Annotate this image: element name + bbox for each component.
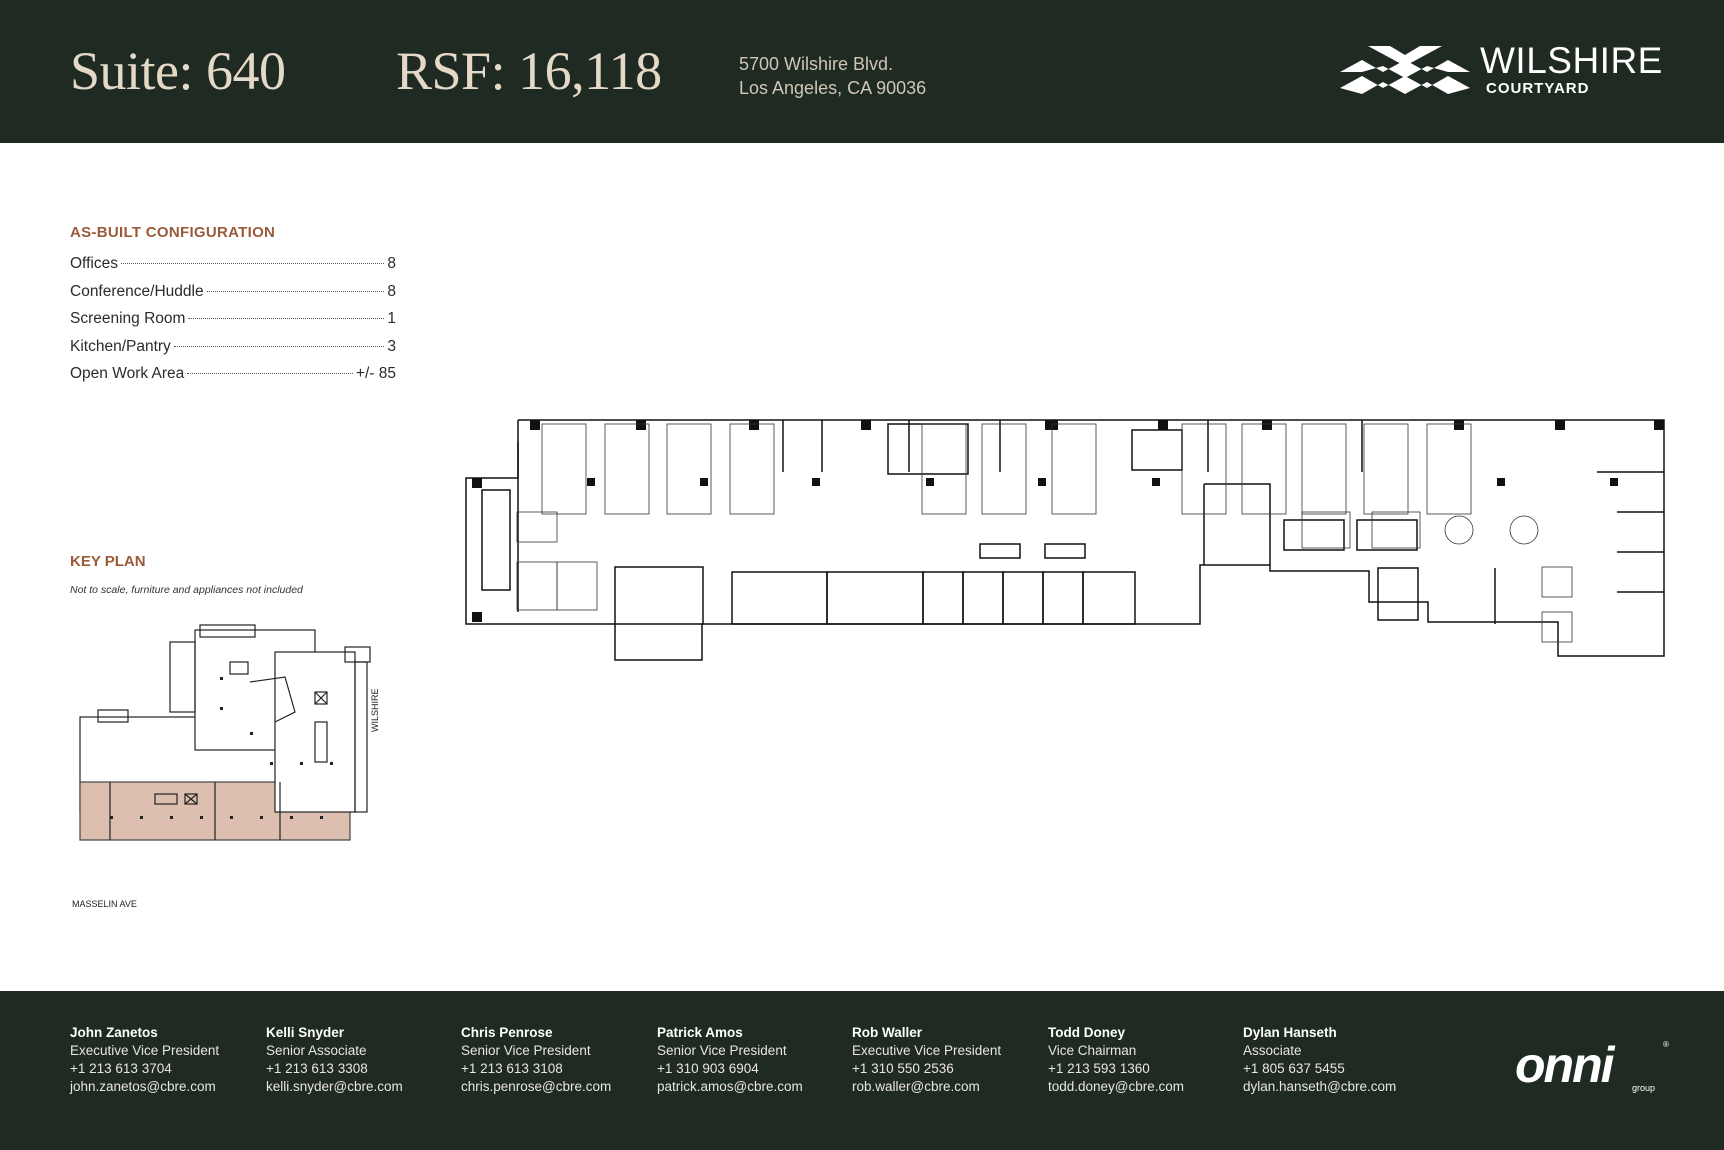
contact-title: Executive Vice President (70, 1043, 220, 1058)
contact-title: Associate (1243, 1043, 1302, 1058)
contact-title: Senior Vice President (657, 1043, 787, 1058)
contact-name: Kelli Snyder (266, 1025, 345, 1040)
key-plan-title: KEY PLAN (70, 553, 146, 570)
logo-subtitle: COURTYARD (1486, 80, 1590, 97)
configuration-value: 3 (387, 337, 396, 355)
wilshire-courtyard-logo: WILSHIRE COURTYARD (1340, 40, 1663, 100)
suite-number: Suite: 640 (70, 41, 286, 101)
street-label-masselin: MASSELIN AVE (72, 899, 137, 909)
configuration-row: Kitchen/Pantry 3 (70, 338, 396, 366)
configuration-row: Offices 8 (70, 255, 396, 283)
contact-title: Senior Vice President (461, 1043, 591, 1058)
configuration-row: Screening Room 1 (70, 310, 396, 338)
configuration-label: Open Work Area (70, 365, 185, 382)
contact-title: Executive Vice President (852, 1043, 1002, 1058)
configuration-label: Offices (70, 255, 118, 272)
footer-bar (0, 991, 1724, 1150)
configuration-value: 1 (387, 310, 396, 327)
contact-card: Dylan Hanseth Associate +1 805 637 5455 … (1243, 1024, 1433, 1096)
contact-email[interactable]: dylan.hanseth@cbre.com (1243, 1079, 1397, 1094)
configuration-list: Offices 8 Conference/Huddle 8 Screening … (70, 255, 396, 393)
contact-name: Patrick Amos (657, 1025, 743, 1040)
configuration-title: AS-BUILT CONFIGURATION (70, 224, 276, 241)
contact-phone[interactable]: +1 213 613 3108 (461, 1061, 563, 1076)
onni-group-logo: onni group ® (1515, 1036, 1675, 1094)
contact-phone[interactable]: +1 310 903 6904 (657, 1061, 759, 1076)
contact-card: Rob Waller Executive Vice President +1 3… (852, 1024, 1042, 1096)
contact-name: Dylan Hanseth (1243, 1025, 1337, 1040)
configuration-value: 8 (387, 255, 396, 272)
contact-name: Chris Penrose (461, 1025, 553, 1040)
configuration-row: Conference/Huddle 8 (70, 283, 396, 311)
contact-name: Rob Waller (852, 1025, 923, 1040)
contact-card: Kelli Snyder Senior Associate +1 213 613… (266, 1024, 456, 1096)
contact-email[interactable]: rob.waller@cbre.com (852, 1079, 980, 1094)
contact-card: Patrick Amos Senior Vice President +1 31… (657, 1024, 847, 1096)
key-plan-drawing: MASSELIN AVE WILSHIRE (72, 624, 380, 909)
key-plan-note: Not to scale, furniture and appliances n… (70, 584, 303, 596)
leader-dots (206, 290, 385, 292)
leader-dots (120, 263, 385, 264)
street-label-wilshire: WILSHIRE (370, 688, 380, 732)
contact-name: Todd Doney (1048, 1025, 1125, 1040)
onni-subtitle: group (1632, 1083, 1656, 1093)
contact-email[interactable]: patrick.amos@cbre.com (657, 1079, 803, 1094)
leader-dots (187, 373, 353, 374)
contact-email[interactable]: todd.doney@cbre.com (1048, 1079, 1185, 1094)
contact-phone[interactable]: +1 805 637 5455 (1243, 1061, 1345, 1076)
contact-email[interactable]: chris.penrose@cbre.com (461, 1079, 612, 1094)
building-address: 5700 Wilshire Blvd. Los Angeles, CA 9003… (739, 52, 926, 100)
registered-mark: ® (1663, 1040, 1669, 1049)
leader-dots (188, 318, 385, 319)
configuration-value: +/- 85 (355, 365, 396, 382)
contact-card: Chris Penrose Senior Vice President +1 2… (461, 1024, 651, 1096)
logo-mark-icon (1340, 46, 1470, 94)
contact-phone[interactable]: +1 213 613 3308 (266, 1061, 368, 1076)
address-line-1: 5700 Wilshire Blvd. (739, 54, 894, 74)
logo-wordmark: WILSHIRE (1480, 40, 1663, 81)
configuration-label: Screening Room (70, 310, 186, 327)
contact-card: Todd Doney Vice Chairman +1 213 593 1360… (1048, 1024, 1238, 1096)
configuration-label: Kitchen/Pantry (70, 337, 171, 355)
floor-plan-drawing (465, 419, 1665, 661)
contact-phone[interactable]: +1 213 613 3704 (70, 1061, 172, 1076)
leader-dots (173, 345, 385, 347)
address-line-2: Los Angeles, CA 90036 (739, 78, 927, 98)
rsf-value: RSF: 16,118 (396, 41, 662, 101)
contact-phone[interactable]: +1 213 593 1360 (1048, 1061, 1150, 1076)
contact-phone[interactable]: +1 310 550 2536 (852, 1061, 954, 1076)
header-bar: Suite: 640 RSF: 16,118 5700 Wilshire Blv… (0, 0, 1724, 143)
contact-email[interactable]: kelli.snyder@cbre.com (266, 1079, 403, 1094)
configuration-label: Conference/Huddle (70, 282, 204, 300)
configuration-row: Open Work Area +/- 85 (70, 365, 396, 393)
contact-title: Senior Associate (266, 1043, 367, 1058)
contact-email[interactable]: john.zanetos@cbre.com (70, 1079, 216, 1094)
contact-name: John Zanetos (70, 1025, 158, 1040)
contact-card: John Zanetos Executive Vice President +1… (70, 1024, 260, 1096)
onni-wordmark: onni (1515, 1037, 1615, 1093)
configuration-value: 8 (387, 282, 396, 300)
contact-title: Vice Chairman (1048, 1043, 1137, 1058)
